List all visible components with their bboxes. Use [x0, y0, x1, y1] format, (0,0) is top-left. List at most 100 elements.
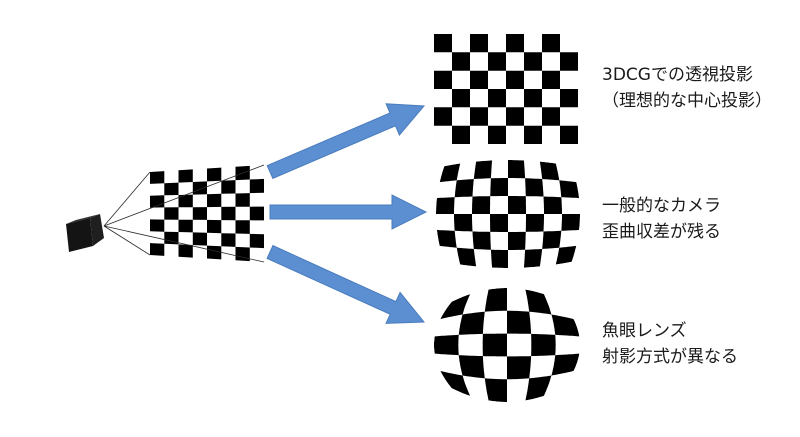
- barrel-checker-square: [559, 180, 580, 199]
- barrel-checker-square: [472, 231, 491, 250]
- scene-checker-square: [178, 244, 193, 258]
- label-fisheye-line1: 魚眼レンズ: [602, 321, 687, 341]
- fisheye-checker-square: [551, 314, 580, 337]
- ideal-checker-square: [470, 70, 488, 89]
- ideal-checker-square: [470, 107, 488, 126]
- barrel-checker-square: [555, 245, 577, 265]
- scene-checker-square: [221, 206, 236, 221]
- fisheye-checker-square: [458, 311, 485, 335]
- ideal-checker-square: [488, 52, 506, 71]
- arrow-icon: [266, 244, 426, 324]
- label-fisheye: 魚眼レンズ 射影方式が異なる: [602, 318, 738, 370]
- barrel-checker-square: [508, 160, 526, 179]
- barrel-checker-square: [473, 160, 493, 179]
- scene-checker-square: [150, 243, 165, 256]
- scene-checker-square: [249, 178, 264, 194]
- ideal-checker-square: [542, 34, 560, 53]
- fisheye-checker-square: [484, 378, 507, 402]
- ideal-checker-square: [542, 107, 560, 126]
- scene-checker-square: [164, 182, 179, 196]
- ideal-checker-square: [524, 89, 542, 108]
- ideal-checker-square: [488, 125, 506, 144]
- ideal-checker-square: [560, 125, 578, 144]
- arrows: [266, 103, 428, 324]
- fisheye-checker-square: [525, 289, 552, 315]
- scene-checker-square: [249, 206, 264, 221]
- ideal-checker-square: [524, 52, 542, 71]
- barrel-checker-square: [439, 163, 461, 183]
- scene-checker-square: [178, 169, 193, 183]
- ideal-checker-square: [434, 70, 452, 89]
- ideal-checker-square: [506, 34, 524, 53]
- barrel-checker-square: [542, 230, 562, 249]
- barrel-checker-square: [539, 161, 560, 181]
- barrel-checker-square: [436, 229, 457, 248]
- label-camera-line1: 一般的なカメラ: [602, 196, 721, 216]
- barrel-checker-square: [454, 179, 474, 198]
- scene-checker-square: [235, 220, 250, 234]
- barrel-checker-square: [543, 196, 562, 214]
- fisheye-checker-square: [440, 294, 471, 320]
- fisheye-checker-square: [507, 310, 532, 334]
- ideal-checker-square: [488, 89, 506, 108]
- scene-checker-square: [207, 193, 222, 208]
- label-ideal-line2: （理想的な中心投影）: [602, 91, 772, 111]
- fisheye-checker-square: [458, 355, 485, 379]
- label-ideal-line1: 3DCGでの透視投影: [602, 65, 753, 85]
- barrel-checker-square: [490, 214, 508, 232]
- ideal-checker-square: [452, 89, 470, 108]
- scene-checker-square: [207, 245, 222, 260]
- scene-checker-square: [192, 207, 207, 220]
- fisheye-checker-square: [525, 375, 552, 401]
- ideal-checker-square: [524, 125, 542, 144]
- scene-checker-square: [164, 207, 179, 220]
- scene-checker-square: [164, 231, 179, 245]
- barrel-checker-square: [523, 249, 543, 268]
- scene-checker-square: [150, 171, 165, 184]
- arrow-icon: [269, 194, 428, 230]
- label-camera-line2: 歪曲収差が残る: [602, 222, 721, 242]
- scene-checker-square: [150, 219, 165, 232]
- barrel-checker-square: [472, 196, 491, 214]
- label-fisheye-line2: 射影方式が異なる: [602, 347, 738, 367]
- fisheye-checker-square: [484, 288, 507, 312]
- camera-icon: [66, 214, 104, 252]
- ideal-checker-square: [470, 34, 488, 53]
- ideal-checker-square: [560, 52, 578, 71]
- scene-checker-square: [207, 219, 222, 234]
- fisheye-checker-square: [440, 370, 471, 396]
- barrel-checker-square: [508, 196, 526, 214]
- label-ideal: 3DCGでの透視投影 （理想的な中心投影）: [602, 62, 772, 114]
- ideal-checker-square: [434, 34, 452, 53]
- barrel-checker-square: [525, 214, 544, 232]
- scene-checker-square: [235, 193, 250, 207]
- scene-checker-square: [207, 167, 222, 182]
- fisheye-checker-square: [507, 356, 532, 380]
- scene-checker-square: [192, 181, 207, 195]
- scene-checker-square: [221, 233, 236, 247]
- arrow-icon: [266, 103, 426, 180]
- ideal-checker-square: [506, 107, 524, 126]
- ideal-checker-square: [560, 89, 578, 108]
- ideal-checker-square: [434, 107, 452, 126]
- scene-checker-square: [235, 246, 250, 262]
- ideal-checker-square: [542, 70, 560, 89]
- scene-checker-square: [178, 194, 193, 208]
- scene-checker-square: [192, 232, 207, 246]
- label-camera: 一般的なカメラ 歪曲収差が残る: [602, 193, 721, 245]
- ideal-checker-square: [452, 52, 470, 71]
- scene-checker-square: [178, 219, 193, 233]
- ideal-checker-square: [506, 70, 524, 89]
- barrel-checker-square: [561, 214, 580, 231]
- fisheye-checker-square: [531, 333, 556, 357]
- fisheye-checker-square: [434, 334, 459, 356]
- barrel-checker-square: [490, 178, 508, 197]
- fisheye-checker-square: [551, 353, 580, 376]
- barrel-checker-square: [456, 247, 477, 267]
- scene-checker-square: [221, 180, 236, 194]
- barrel-checker-square: [525, 178, 544, 197]
- barrel-checker-square: [454, 214, 473, 232]
